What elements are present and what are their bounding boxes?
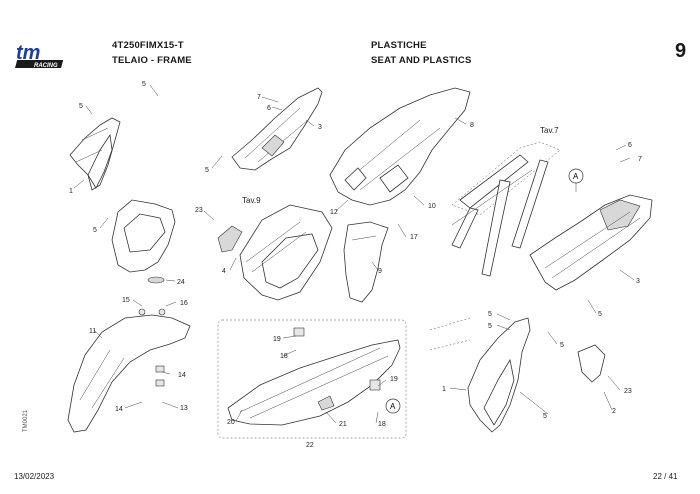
callout-21: 21 [339,421,347,428]
callout-6: 6 [628,142,632,149]
callout-1: 1 [442,386,446,393]
callout-2: 2 [612,408,616,415]
svg-text:A: A [573,172,579,181]
rear-mudguard [343,221,389,303]
logo-mark: tm [16,42,40,64]
callout-5: 5 [560,342,564,349]
callout-11: 11 [89,328,96,335]
callout-3: 3 [318,124,322,131]
front-fender [67,308,191,433]
callout-5: 5 [488,323,492,330]
page-indicator: 22 / 41 [653,472,678,481]
callout-14: 14 [115,406,123,413]
number-plate-left [231,87,323,171]
logo-subtext: RACING [34,63,58,69]
callout-7: 7 [638,156,642,163]
group-title: TELAIO - FRAME [112,55,192,66]
section-title-it: PLASTICHE [371,40,427,51]
callout-7: 7 [257,94,261,101]
seat-assembly [217,319,407,439]
subframe [451,141,561,277]
brand-logo: tm RACING [14,42,72,70]
marker-a-top: A [568,168,584,192]
callout-6: 6 [267,105,271,112]
front-number-plate [111,199,176,284]
model-code: 4T250FIMX15-T [112,40,184,51]
rear-fender [329,87,471,206]
marker-a-seat: A [385,398,401,414]
callout-5: 5 [543,413,547,420]
table-number: 9 [675,40,687,62]
issue-date: 13/02/2023 [14,472,55,481]
callout-23: 23 [624,388,632,395]
callout-19: 19 [273,336,281,343]
callout-5: 5 [142,81,146,88]
callout-8: 8 [470,122,474,129]
callout-14: 14 [178,372,186,379]
callout-19: 19 [390,376,398,383]
callout-15: 15 [122,297,130,304]
callout-20: 20 [227,419,235,426]
number-plate-right [529,194,653,291]
ref-tav9: Tav.9 [242,196,261,205]
callout-1: 1 [69,188,73,195]
ref-tav7: Tav.7 [540,126,559,135]
callout-10: 10 [428,203,436,210]
section-title-en: SEAT AND PLASTICS [371,55,472,66]
callout-4: 4 [222,268,226,275]
side-panel-right [429,317,606,433]
callout-9: 9 [378,268,382,275]
callout-13: 13 [180,405,188,412]
callout-5: 5 [598,311,602,318]
airbox [217,204,333,301]
callout-5: 5 [79,103,83,110]
callout-18: 18 [378,421,386,428]
callout-5: 5 [93,227,97,234]
callout-23: 23 [195,207,203,214]
callout-18: 18 [280,353,288,360]
callout-5: 5 [488,311,492,318]
callout-17: 17 [410,234,418,241]
callout-12: 12 [330,209,338,216]
callout-5: 5 [205,167,209,174]
callout-22: 22 [306,442,314,449]
callout-16: 16 [180,300,188,307]
side-panel-left [69,117,121,191]
callout-24: 24 [177,279,185,286]
drawing-code: TM0021 [23,409,29,432]
callout-3: 3 [636,278,640,285]
svg-text:A: A [390,402,396,411]
